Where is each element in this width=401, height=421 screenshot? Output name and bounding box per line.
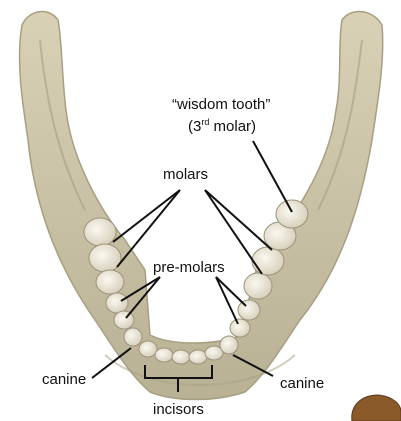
tooth <box>276 200 308 228</box>
premolars-label: pre-molars <box>153 259 225 276</box>
third-molar-label: (3rd molar) <box>188 118 256 135</box>
wisdom-tooth-label: “wisdom tooth” <box>172 96 270 113</box>
stone-fragment <box>352 395 401 421</box>
tooth <box>155 348 173 362</box>
tooth <box>238 300 260 320</box>
tooth <box>172 350 190 364</box>
tooth <box>230 319 250 337</box>
tooth <box>114 311 134 329</box>
incisors-label: incisors <box>153 401 204 418</box>
tooth <box>244 273 272 299</box>
canine-right-label: canine <box>280 375 324 392</box>
molars-label: molars <box>163 166 208 183</box>
tooth <box>96 270 124 294</box>
third-molar-suffix: molar) <box>209 118 256 135</box>
tooth <box>189 350 207 364</box>
third-molar-prefix: (3 <box>188 118 201 135</box>
tooth <box>124 328 142 346</box>
tooth <box>252 247 284 275</box>
tooth <box>84 218 116 246</box>
tooth <box>106 293 128 313</box>
tooth <box>139 341 157 357</box>
mandible-bone <box>20 12 383 400</box>
canine-left-label: canine <box>42 371 86 388</box>
tooth <box>89 244 121 272</box>
tooth <box>220 336 238 354</box>
